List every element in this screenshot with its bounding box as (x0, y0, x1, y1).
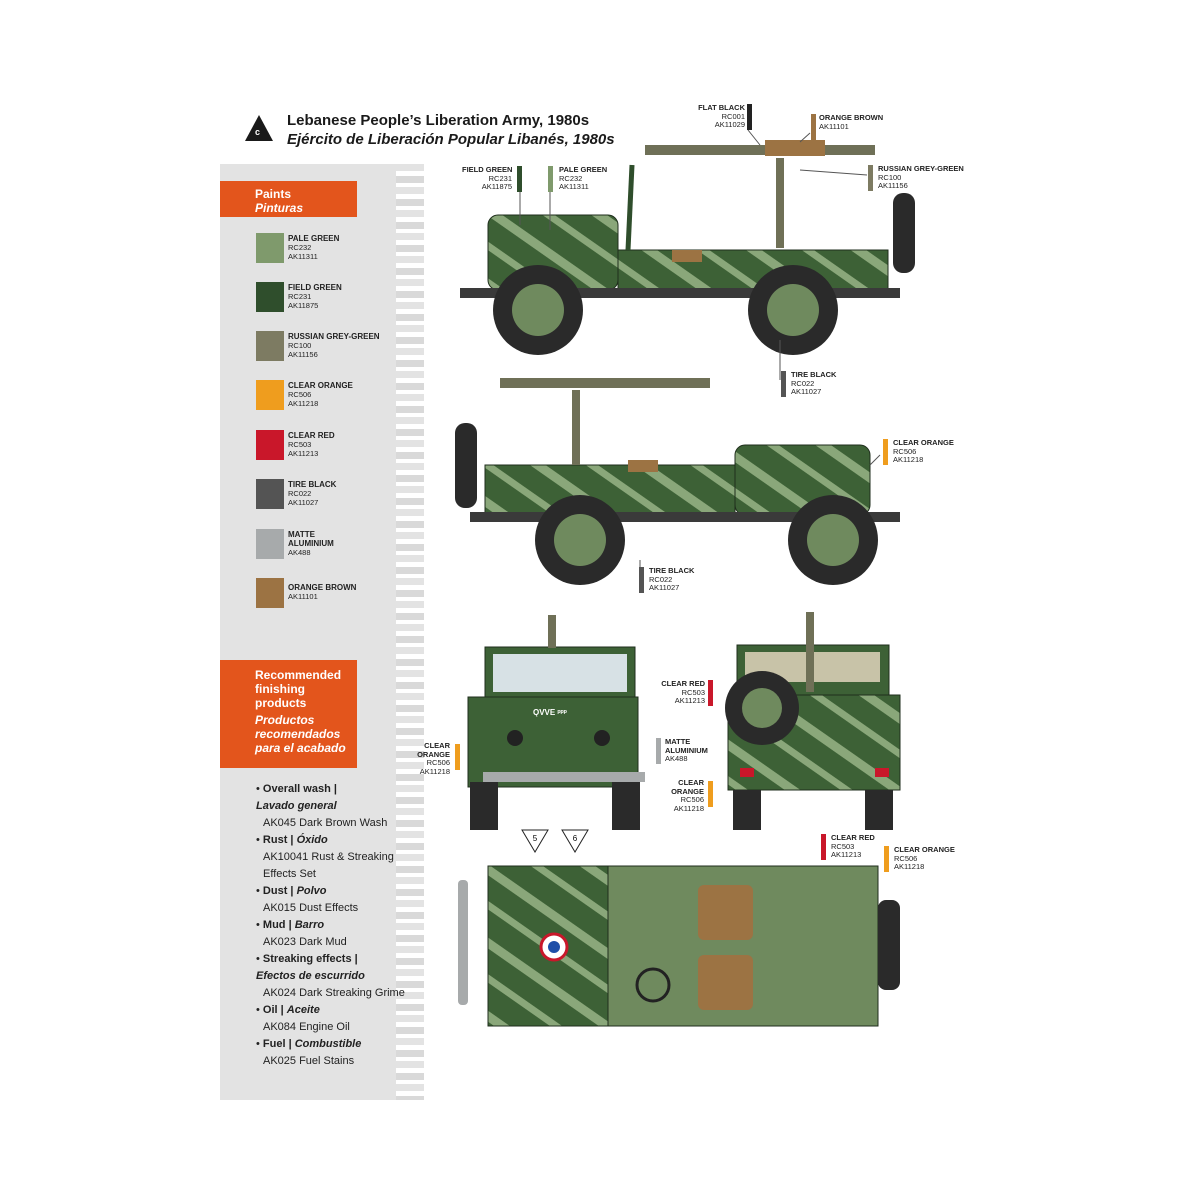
paint-code: AK11311 (288, 252, 318, 261)
color-bar (548, 166, 553, 192)
paint-code: RC503 (288, 440, 312, 449)
vehicle-top-view (458, 865, 900, 1027)
color-bar (781, 371, 786, 397)
paint-code: AK11027 (288, 498, 319, 507)
paint-swatch (256, 430, 284, 460)
leader-lines (519, 129, 881, 580)
paint-name: ORANGE BROWN (288, 583, 357, 592)
paint-code: RC506 (288, 390, 312, 399)
vehicle-front-view (467, 615, 645, 830)
paint-code: AK11218 (288, 399, 319, 408)
color-bar (455, 744, 460, 770)
view-marker-5: 5 (521, 829, 549, 853)
paint-swatch (256, 578, 284, 608)
vehicle-side-view-left (460, 140, 915, 355)
paint-swatch (256, 529, 284, 559)
paint-code: RC100 (288, 341, 312, 350)
title-icon-letter: c (255, 127, 261, 137)
paint-code: RC231 (288, 292, 312, 301)
paint-swatch (256, 479, 284, 509)
paints-header-en: Paints (255, 187, 292, 201)
paint-name: PALE GREEN (288, 234, 340, 243)
paint-swatch (256, 233, 284, 263)
paint-swatch (256, 331, 284, 361)
paint-name: RUSSIAN GREY-GREEN (288, 332, 380, 341)
warning-triangle-icon: c (245, 115, 273, 141)
vehicle-side-view-right (455, 378, 900, 585)
paint-item-matte-aluminium: MATTE ALUMINIUM AK488 (256, 529, 426, 559)
page-title-spanish: Ejército de Liberación Popular Libanés, … (287, 131, 615, 148)
paint-code: RC022 (288, 489, 312, 498)
paint-name: FIELD GREEN (288, 283, 342, 292)
paint-code: AK488 (288, 548, 311, 557)
color-bar (811, 114, 816, 140)
list-item: • Streaking effects |Efectos de escurrid… (256, 953, 405, 999)
paint-name: MATTE ALUMINIUM (288, 530, 334, 548)
marker-label: 5 (533, 834, 538, 843)
paint-swatch (256, 380, 284, 410)
recommended-header-es: Productos recomendados para el acabado (255, 713, 346, 755)
paint-swatch (256, 282, 284, 312)
paint-code: RC232 (288, 243, 312, 252)
color-bar (747, 104, 752, 130)
paint-name: TIRE BLACK (288, 480, 337, 489)
paint-name: CLEAR ORANGE (288, 381, 353, 390)
paint-item-russian-grey-green: RUSSIAN GREY-GREEN RC100 AK11156 (256, 331, 426, 361)
paint-code: AK11101 (288, 592, 318, 601)
paint-item-field-green: FIELD GREEN RC231 AK11875 (256, 282, 426, 312)
paint-code: AK11875 (288, 301, 319, 310)
vehicle-rear-view (725, 612, 901, 830)
view-marker-6: 6 (561, 829, 589, 853)
marker-label: 6 (573, 834, 578, 843)
recommended-header: Recommended finishing products Productos… (220, 660, 357, 768)
color-bar (884, 846, 889, 872)
paint-item-pale-green: PALE GREEN RC232 AK11311 (256, 233, 426, 263)
recommended-header-en: Recommended finishing products (255, 668, 342, 710)
color-bar (517, 166, 522, 192)
paint-code: AK11156 (288, 350, 318, 359)
paint-name: CLEAR RED (288, 431, 335, 440)
page-title-english: Lebanese People’s Liberation Army, 1980s (287, 112, 590, 129)
paint-code: AK11213 (288, 449, 319, 458)
paint-item-clear-orange: CLEAR ORANGE RC506 AK11218 (256, 380, 426, 410)
vehicle-marking: ǪVVE ᵖᵖᵖ (533, 708, 567, 717)
paint-item-orange-brown: ORANGE BROWN AK11101 (256, 578, 426, 608)
color-bar (639, 567, 644, 593)
paints-header-es: Pinturas (255, 201, 304, 215)
color-bar (883, 439, 888, 465)
color-bar (656, 738, 661, 764)
sidebar-background (220, 164, 424, 1100)
paint-item-clear-red: CLEAR RED RC503 AK11213 (256, 430, 426, 460)
paint-item-tire-black: TIRE BLACK RC022 AK11027 (256, 479, 426, 509)
color-bar (821, 834, 826, 860)
paints-header: Paints Pinturas (220, 181, 357, 217)
color-bar (708, 680, 713, 706)
color-bar (708, 781, 713, 807)
color-bar (868, 165, 873, 191)
